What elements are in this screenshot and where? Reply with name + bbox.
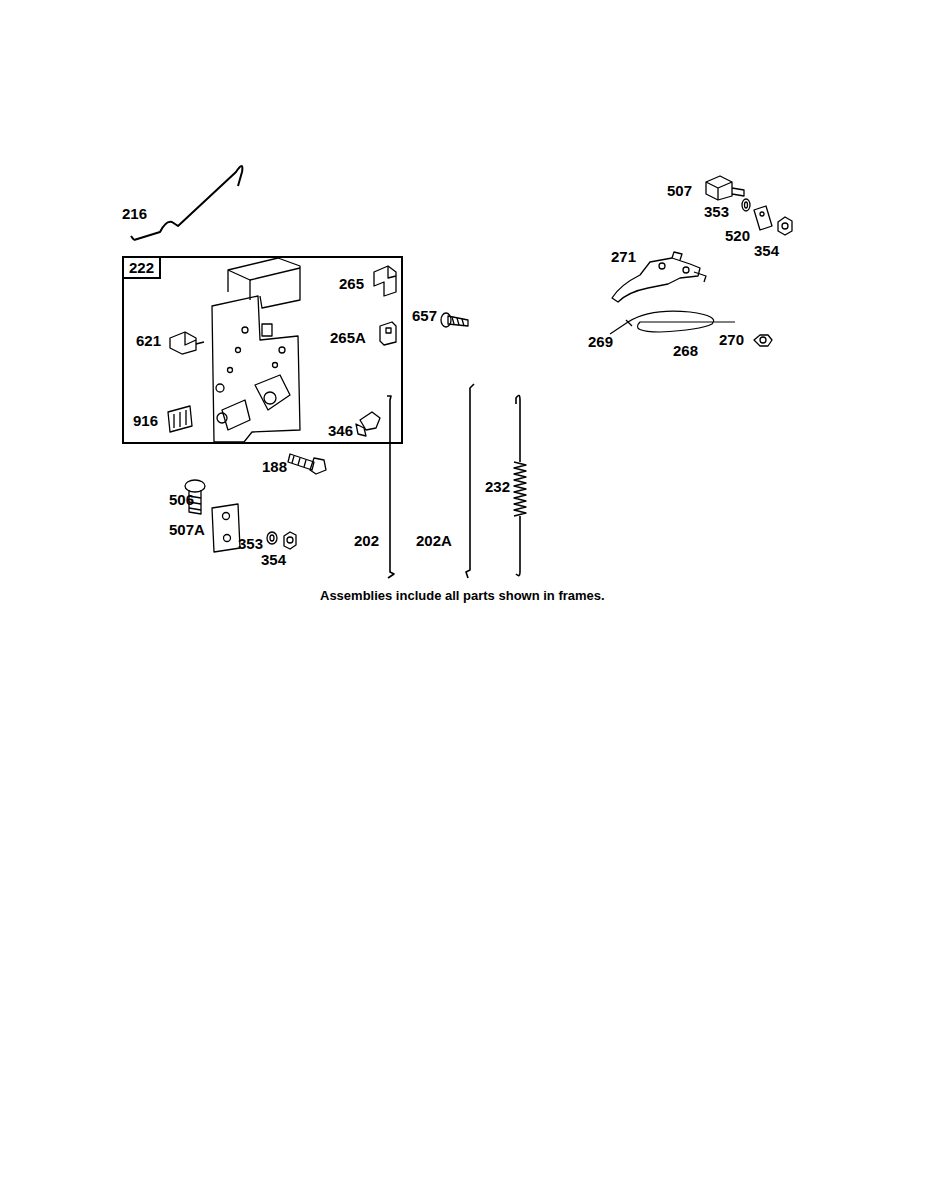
callout-number: 507A	[169, 521, 205, 538]
caption: Assemblies include all parts shown in fr…	[320, 588, 605, 603]
callout-number: 346	[328, 422, 353, 439]
callout-number: 188	[262, 458, 287, 475]
callout-number: 354	[754, 242, 779, 259]
callout-number: 507	[667, 182, 692, 199]
callout-number: 354	[261, 551, 286, 568]
callout-number: 657	[412, 307, 437, 324]
callout-number: 271	[611, 248, 636, 265]
callout-number: 265	[339, 275, 364, 292]
callout-number: 216	[122, 205, 147, 222]
callout-number: 232	[485, 478, 510, 495]
callout-number: 353	[704, 203, 729, 220]
callout-number: 520	[725, 227, 750, 244]
callout-number: 265A	[330, 329, 366, 346]
callout-number: 269	[588, 333, 613, 350]
callout-number: 916	[133, 412, 158, 429]
callout-number: 202	[354, 532, 379, 549]
assembly-number: 222	[124, 258, 161, 279]
callout-number: 353	[238, 535, 263, 552]
callout-number: 270	[719, 331, 744, 348]
callout-number: 506	[169, 491, 194, 508]
callout-number: 621	[136, 332, 161, 349]
callout-number: 268	[673, 342, 698, 359]
callout-number: 202A	[416, 532, 452, 549]
